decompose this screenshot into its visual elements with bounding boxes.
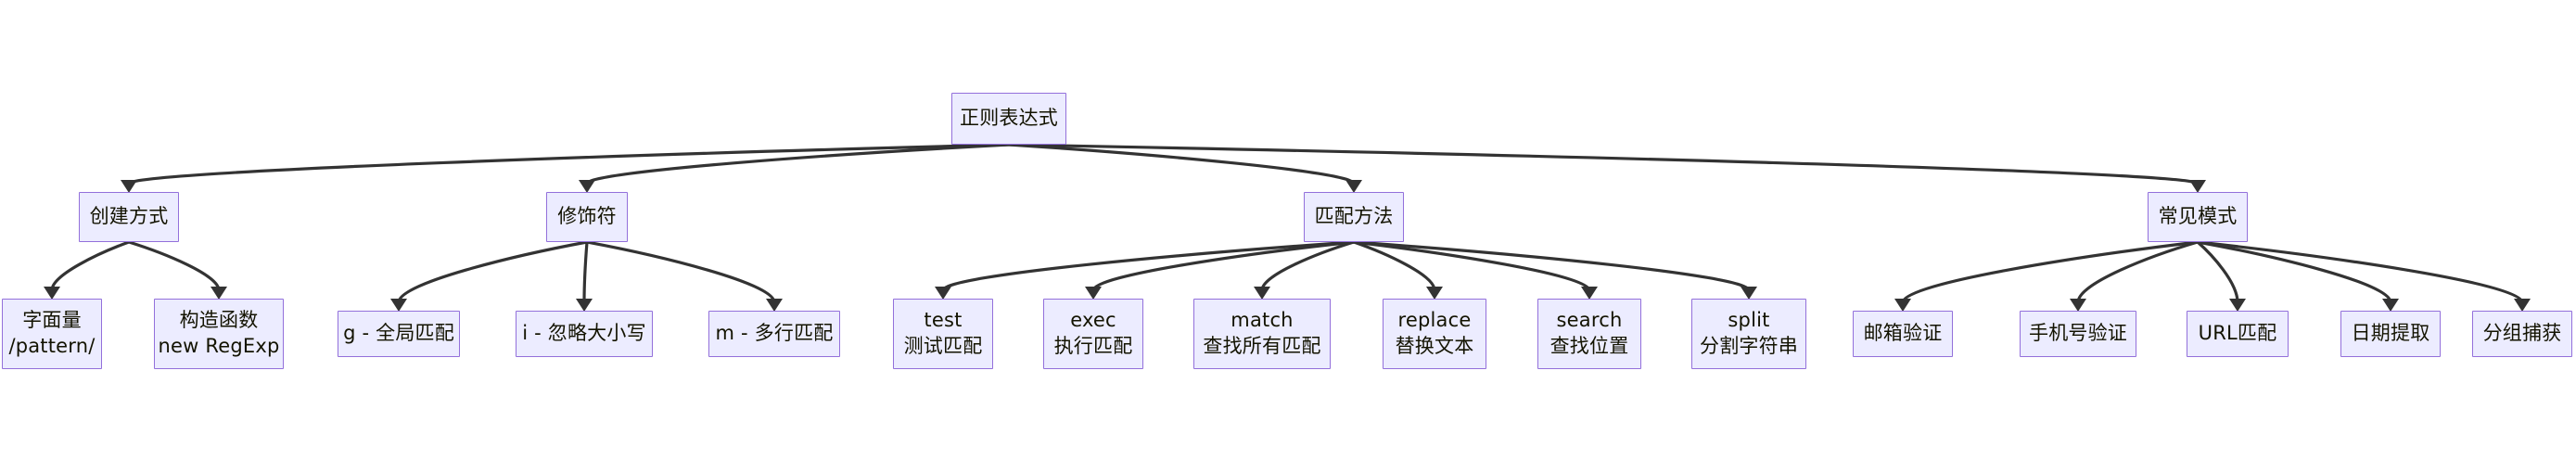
- edge-branch-create-to-leaf-constructor: [128, 240, 221, 291]
- node-leaf-group[interactable]: 分组捕获: [2472, 311, 2572, 357]
- node-branch-create[interactable]: 创建方式: [79, 192, 179, 242]
- arrowhead-icon: [1254, 287, 1270, 300]
- node-leaf-email[interactable]: 邮箱验证: [1853, 311, 1953, 357]
- edge-branch-methods-to-leaf-split: [1353, 240, 1751, 291]
- node-label-line: 日期提取: [2351, 322, 2430, 345]
- arrowhead-icon: [2189, 180, 2206, 193]
- edge-branch-patterns-to-leaf-group: [2197, 240, 2524, 303]
- arrowhead-icon: [1426, 287, 1443, 300]
- edge-branch-create-to-leaf-literal: [50, 240, 130, 291]
- node-label-line: 邮箱验证: [1863, 322, 1943, 345]
- node-leaf-search[interactable]: search 查找位置: [1537, 299, 1641, 369]
- arrowhead-icon: [1581, 287, 1598, 300]
- node-label-line: 查找所有匹配: [1203, 335, 1321, 357]
- edge-root-to-branch-methods: [1008, 143, 1356, 185]
- node-leaf-constructor[interactable]: 构造函数 new RegExp: [154, 299, 284, 369]
- node-label-line: 匹配方法: [1314, 205, 1394, 228]
- node-label-line: 字面量: [22, 309, 82, 332]
- node-leaf-m[interactable]: m - 多行匹配: [708, 311, 840, 357]
- node-label-line: test: [924, 309, 963, 332]
- arrowhead-icon: [121, 180, 137, 193]
- node-leaf-replace[interactable]: replace 替换文本: [1383, 299, 1486, 369]
- node-root[interactable]: 正则表达式: [951, 93, 1066, 145]
- arrowhead-icon: [2229, 299, 2246, 312]
- arrowhead-icon: [2382, 299, 2399, 312]
- edge-branch-methods-to-leaf-replace: [1353, 240, 1436, 291]
- edge-branch-patterns-to-leaf-date: [2197, 240, 2392, 303]
- node-leaf-match[interactable]: match 查找所有匹配: [1193, 299, 1331, 369]
- node-label-line: 创建方式: [89, 205, 169, 228]
- node-label-line: 查找位置: [1549, 335, 1629, 357]
- node-label-line: m - 多行匹配: [715, 322, 834, 345]
- node-label-line: replace: [1397, 309, 1472, 332]
- edge-branch-patterns-to-leaf-email: [1901, 240, 2199, 303]
- edge-branch-flags-to-leaf-g: [397, 240, 588, 303]
- edge-root-to-branch-flags: [585, 143, 1010, 185]
- node-label-line: 修饰符: [557, 205, 617, 228]
- node-label-line: match: [1231, 309, 1294, 332]
- edge-branch-methods-to-leaf-exec: [1091, 240, 1355, 291]
- arrowhead-icon: [210, 287, 227, 300]
- node-label-line: 测试匹配: [903, 335, 983, 357]
- arrowhead-icon: [576, 299, 593, 312]
- node-label-line: new RegExp: [158, 335, 280, 357]
- arrowhead-icon: [390, 299, 407, 312]
- edge-branch-methods-to-leaf-search: [1353, 240, 1591, 291]
- node-branch-patterns[interactable]: 常见模式: [2148, 192, 2248, 242]
- arrowhead-icon: [1085, 287, 1102, 300]
- node-label-line: i - 忽略大小写: [522, 322, 646, 345]
- node-label-line: 正则表达式: [960, 107, 1058, 130]
- arrowhead-icon: [44, 287, 60, 300]
- edge-branch-patterns-to-leaf-url: [2196, 240, 2239, 303]
- node-label-line: /pattern/: [8, 335, 96, 357]
- node-label-line: 分组捕获: [2482, 322, 2562, 345]
- node-leaf-phone[interactable]: 手机号验证: [2020, 311, 2136, 357]
- edge-branch-methods-to-leaf-test: [941, 240, 1355, 291]
- node-label-line: 手机号验证: [2029, 322, 2127, 345]
- node-label-line: 分割字符串: [1700, 335, 1798, 357]
- arrowhead-icon: [2070, 299, 2086, 312]
- node-leaf-date[interactable]: 日期提取: [2340, 311, 2441, 357]
- arrowhead-icon: [1894, 299, 1911, 312]
- node-leaf-exec[interactable]: exec 执行匹配: [1043, 299, 1143, 369]
- node-leaf-g[interactable]: g - 全局匹配: [338, 311, 460, 357]
- arrowhead-icon: [1741, 287, 1757, 300]
- edge-branch-flags-to-leaf-m: [586, 240, 776, 303]
- edge-branch-flags-to-leaf-i: [582, 241, 589, 303]
- arrowhead-icon: [766, 299, 783, 312]
- node-leaf-literal[interactable]: 字面量/pattern/: [2, 299, 102, 369]
- edge-branch-patterns-to-leaf-phone: [2076, 240, 2199, 303]
- node-label-line: exec: [1070, 309, 1116, 332]
- node-leaf-split[interactable]: split 分割字符串: [1691, 299, 1806, 369]
- node-label-line: 常见模式: [2158, 205, 2238, 228]
- edge-root-to-branch-patterns: [1008, 143, 2200, 185]
- node-leaf-i[interactable]: i - 忽略大小写: [516, 311, 653, 357]
- node-label-line: split: [1728, 309, 1770, 332]
- node-leaf-url[interactable]: URL匹配: [2187, 311, 2289, 357]
- edge-branch-methods-to-leaf-match: [1260, 240, 1355, 291]
- arrowhead-icon: [1345, 180, 1362, 193]
- arrowhead-icon: [2514, 299, 2531, 312]
- node-label-line: g - 全局匹配: [343, 322, 454, 345]
- node-leaf-test[interactable]: test 测试匹配: [893, 299, 993, 369]
- edge-root-to-branch-create: [127, 143, 1010, 185]
- arrowhead-icon: [935, 287, 951, 300]
- node-branch-flags[interactable]: 修饰符: [546, 192, 628, 242]
- node-label-line: URL匹配: [2198, 322, 2277, 345]
- node-label-line: 构造函数: [179, 309, 259, 332]
- node-label-line: 执行匹配: [1053, 335, 1133, 357]
- node-branch-methods[interactable]: 匹配方法: [1304, 192, 1404, 242]
- arrowhead-icon: [579, 180, 595, 193]
- node-label-line: search: [1556, 309, 1623, 332]
- node-label-line: 替换文本: [1395, 335, 1474, 357]
